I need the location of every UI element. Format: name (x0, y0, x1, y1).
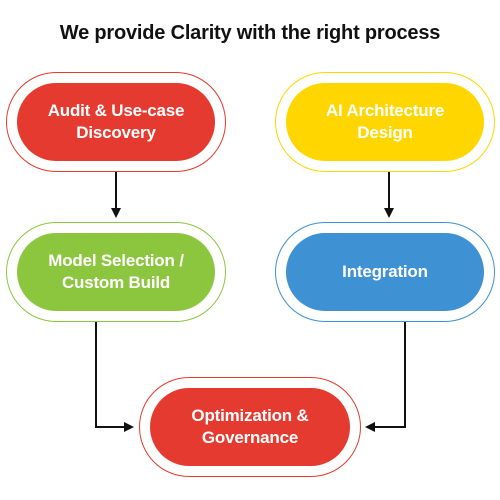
arrow-integration-to-optimization (365, 322, 406, 432)
node-audit-discovery-label: Audit & Use-case Discovery (47, 101, 185, 142)
node-audit-discovery: Audit & Use-case Discovery (6, 72, 226, 172)
node-integration-label: Integration (342, 262, 428, 281)
node-model-selection-pill: Model Selection / Custom Build (17, 233, 215, 311)
node-ai-architecture-design-label: AI Architecture Design (325, 101, 445, 142)
node-optimization-governance-label: Optimization & Governance (191, 406, 309, 447)
arrow-model-selection-to-optimization (95, 322, 134, 432)
node-model-selection-label: Model Selection / Custom Build (48, 251, 184, 292)
node-ai-architecture-design-pill: AI Architecture Design (286, 83, 484, 161)
diagram-title: We provide Clarity with the right proces… (59, 22, 441, 44)
node-ai-architecture-design: AI Architecture Design (275, 72, 495, 172)
node-audit-discovery-pill: Audit & Use-case Discovery (17, 83, 215, 161)
node-model-selection: Model Selection / Custom Build (6, 222, 226, 322)
node-optimization-governance: Optimization & Governance (139, 377, 361, 477)
node-integration: Integration (275, 222, 495, 322)
node-optimization-governance-pill: Optimization & Governance (150, 388, 350, 466)
node-integration-pill: Integration (286, 233, 484, 311)
